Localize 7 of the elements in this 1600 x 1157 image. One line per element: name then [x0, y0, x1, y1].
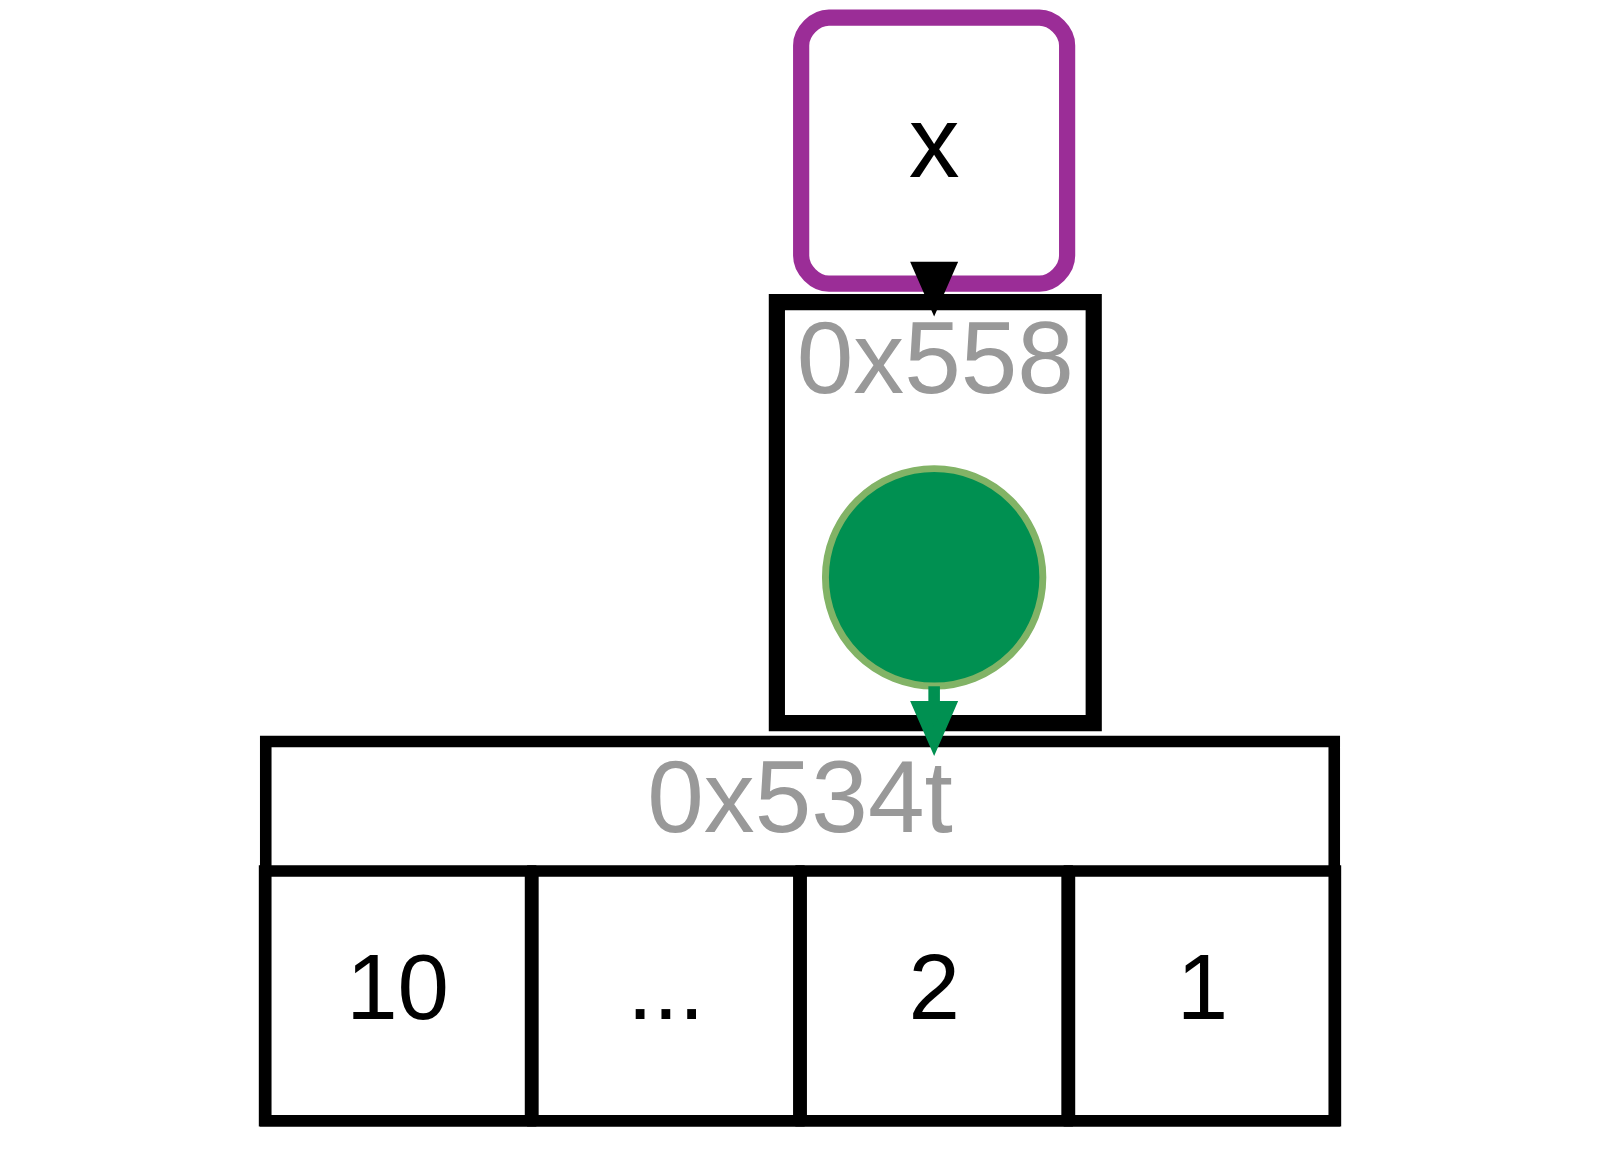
node-box: x — [793, 9, 1076, 292]
node-box: 1 — [1063, 865, 1342, 1127]
arrow — [910, 261, 959, 317]
arrow — [910, 686, 959, 756]
cluster: 0x558 — [768, 294, 1102, 732]
node-box: 10 — [258, 865, 537, 1127]
node-circle — [821, 465, 1047, 690]
